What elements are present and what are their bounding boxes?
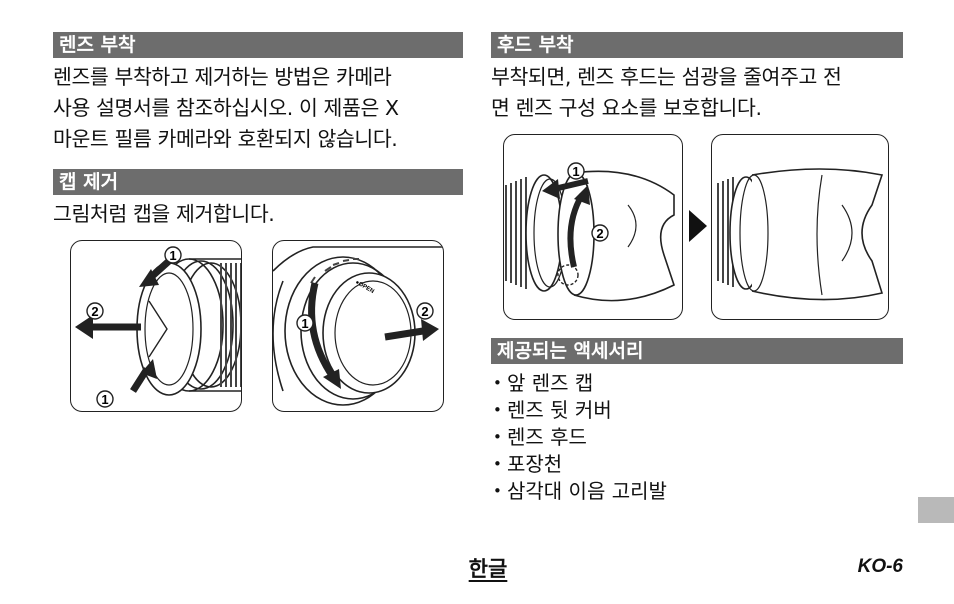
hood-attach-line: 부착되면, 렌즈 후드는 섬광을 줄여주고 전 <box>491 65 842 89</box>
list-item: 포장천 <box>491 451 903 478</box>
step-2-label: 2 <box>421 304 428 319</box>
hood-attach-figures: 1 2 <box>491 134 903 334</box>
lens-attach-text: 렌즈를 부착하고 제거하는 방법은 카메라 사용 설명서를 참조하십시오. 이 … <box>53 62 463 155</box>
cap-removal-text: 그림처럼 캡을 제거합니다. <box>53 202 275 226</box>
list-item: 삼각대 이음 고리발 <box>491 478 903 505</box>
lens-attach-line: 렌즈를 부착하고 제거하는 방법은 카메라 <box>53 65 392 89</box>
hood-attach-text: 부착되면, 렌즈 후드는 섬광을 줄여주고 전 면 렌즈 구성 요소를 보호합니… <box>491 62 903 124</box>
section-header-cap-removal: 캡 제거 <box>53 169 463 195</box>
hood-attach-drawing: 1 2 <box>505 162 675 302</box>
step-2-label: 2 <box>596 226 603 241</box>
left-column: 렌즈 부착 렌즈를 부착하고 제거하는 방법은 카메라 사용 설명서를 참조하십… <box>53 32 463 430</box>
hood-attach-step-illustration: 1 2 <box>503 134 683 320</box>
page-edge-tab <box>918 497 954 523</box>
accessories-list: 앞 렌즈 캡 렌즈 뒷 커버 렌즈 후드 포장천 삼각대 이음 고리발 <box>491 370 903 505</box>
next-step-triangle-icon <box>689 210 707 242</box>
front-cap-drawing: 1 2 1 <box>75 246 241 408</box>
list-item: 앞 렌즈 캡 <box>491 370 903 397</box>
step-1-label: 1 <box>101 392 108 407</box>
step-1-label: 1 <box>301 316 308 331</box>
hood-attached-illustration <box>711 134 889 320</box>
front-cap-illustration: 1 2 1 <box>70 240 242 412</box>
step-1-label: 1 <box>572 164 579 179</box>
rear-cap-illustration: ●OPEN 1 2 <box>272 240 444 412</box>
page-number: KO-6 <box>857 556 903 577</box>
footer-language: 한글 <box>468 557 508 581</box>
section-header-lens-attach: 렌즈 부착 <box>53 32 463 58</box>
step-1-label: 1 <box>169 248 176 263</box>
section-header-hood-attach: 후드 부착 <box>491 32 903 58</box>
lens-attach-line: 마운트 필름 카메라와 호환되지 않습니다. <box>53 127 398 151</box>
list-item: 렌즈 후드 <box>491 424 903 451</box>
list-item: 렌즈 뒷 커버 <box>491 397 903 424</box>
step-2-label: 2 <box>91 304 98 319</box>
hood-attach-line: 면 렌즈 구성 요소를 보호합니다. <box>491 96 762 120</box>
lens-attach-line: 사용 설명서를 참조하십시오. 이 제품은 X <box>53 96 399 120</box>
right-column: 후드 부착 부착되면, 렌즈 후드는 섬광을 줄여주고 전 면 렌즈 구성 요소… <box>491 32 903 505</box>
cap-removal-figures: 1 2 1 <box>53 240 463 430</box>
section-header-accessories: 제공되는 액세서리 <box>491 338 903 364</box>
hood-attached-drawing <box>717 168 884 301</box>
rear-cap-drawing: ●OPEN 1 2 <box>273 246 443 406</box>
